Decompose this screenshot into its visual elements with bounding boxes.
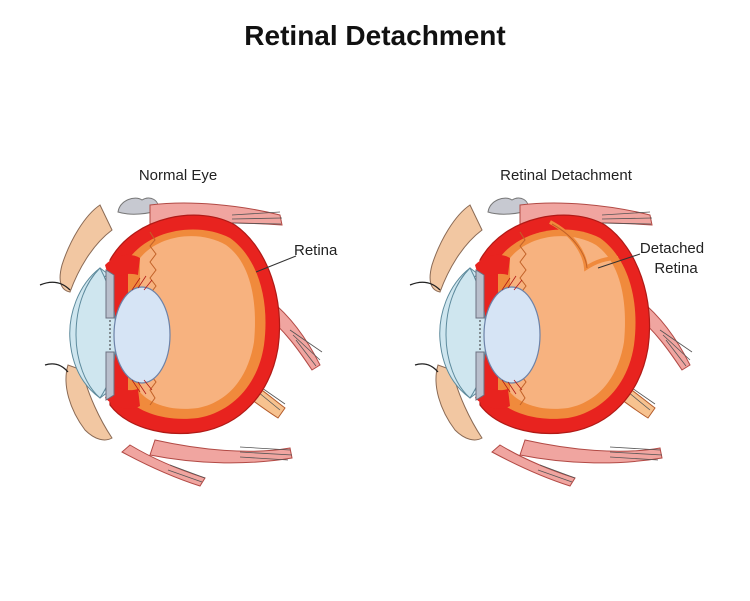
retina-leader-line [255,255,297,273]
detached-retina-leader-line [597,253,641,269]
detached-retina-label-line1: Detached [640,240,704,257]
detached-eye-heading: Retinal Detachment [500,167,633,184]
detached-retina-label-line2: Retina [654,260,698,277]
normal-eye-heading: Normal Eye [139,167,217,184]
detached-eye-panel: Retinal Detachment Detached Retina [409,167,704,487]
page-title: Retinal Detachment [244,20,506,51]
retina-label: Retina [294,242,338,259]
normal-eye-panel: Normal Eye Retina [39,167,338,487]
normal-eye-illustration [39,197,323,487]
detached-eye-illustration [409,197,693,487]
